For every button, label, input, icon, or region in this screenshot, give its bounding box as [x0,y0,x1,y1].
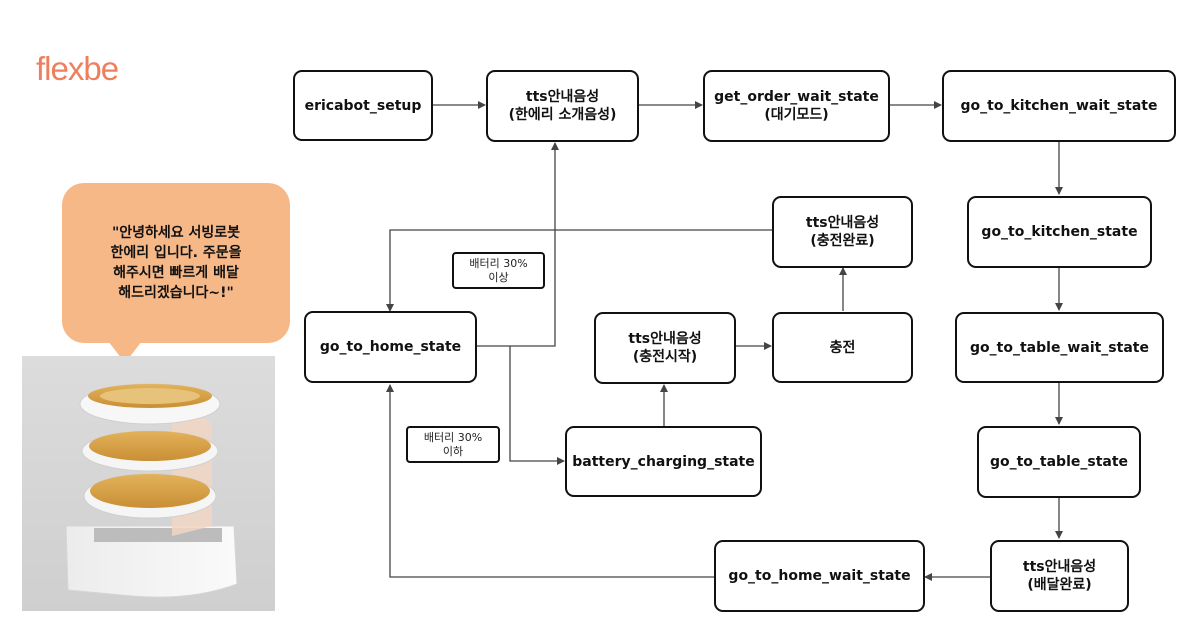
node-go-to-home: go_to_home_state [304,311,477,383]
node-go-to-home-wait: go_to_home_wait_state [714,540,925,612]
node-go-to-kitchen-wait: go_to_kitchen_wait_state [942,70,1176,142]
speech-bubble: "안녕하세요 서빙로봇 한에리 입니다. 주문을 해주시면 빠르게 배달 해드리… [62,183,290,343]
node-get-order-wait: get_order_wait_state (대기모드) [703,70,890,142]
node-tts-intro: tts안내음성 (한에리 소개음성) [486,70,639,142]
edge-home-wait-to-home [386,384,714,578]
edge-home-to-battery-charging [509,346,565,465]
node-charge: 충전 [772,312,913,383]
flexbe-logo: flexbe [36,50,119,87]
node-tts-charge-done: tts안내음성 (충전완료) [772,196,913,268]
node-go-to-kitchen: go_to_kitchen_state [967,196,1152,268]
node-tts-delivery-done: tts안내음성 (배달완료) [990,540,1129,612]
edge-tts-done-to-home [386,229,772,312]
node-go-to-table-wait: go_to_table_wait_state [955,312,1164,383]
node-tts-charge-start: tts안내음성 (충전시작) [594,312,736,384]
serving-robot-illustration [65,383,238,598]
serving-robot-image [22,356,275,611]
edge-label-battery-above: 배터리 30% 이상 [452,252,545,289]
node-battery-charging: battery_charging_state [565,426,762,497]
node-ericabot-setup: ericabot_setup [293,70,433,141]
node-go-to-table: go_to_table_state [977,426,1141,498]
edge-home-to-tts-intro [476,142,559,347]
edge-label-battery-below: 배터리 30% 이하 [406,426,500,463]
